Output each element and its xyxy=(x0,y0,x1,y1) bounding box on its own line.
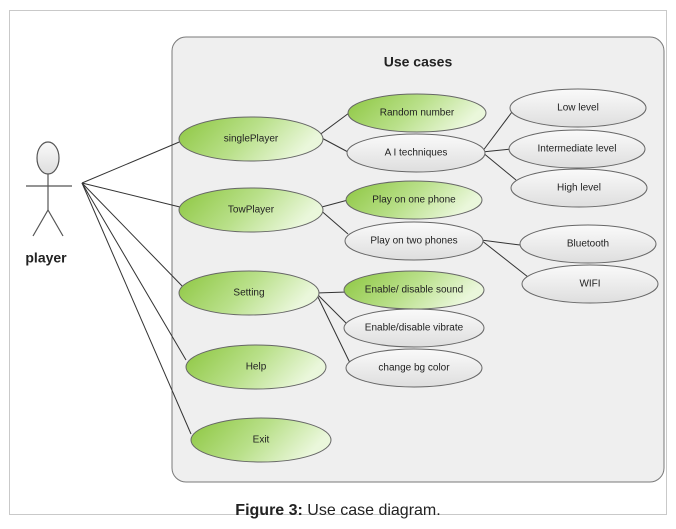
usecase-change-bg[interactable] xyxy=(345,348,483,388)
usecase-bluetooth-label: Bluetooth xyxy=(567,239,609,250)
usecase-low-level-label: Low level xyxy=(557,103,599,114)
usecase-random-number-label: Random number xyxy=(380,108,455,119)
line-actor-exit xyxy=(81,182,192,435)
usecase-change-bg-label: change bg color xyxy=(378,363,450,374)
usecase-exit-label: Exit xyxy=(253,435,270,446)
line-actor-towplayer xyxy=(81,182,185,209)
caption-text: Use case diagram. xyxy=(302,502,441,519)
system-title: Use cases xyxy=(384,54,453,70)
usecase-help[interactable] xyxy=(185,344,327,390)
usecase-singleplayer-label: singlePlayer xyxy=(224,134,279,145)
usecase-intermediate-level[interactable] xyxy=(508,129,646,169)
usecase-random-number[interactable] xyxy=(347,93,487,133)
usecase-play-one-phone-label: Play on one phone xyxy=(372,195,456,206)
actor-player xyxy=(26,141,72,237)
actor-label: player xyxy=(25,250,67,266)
line-setting-vibrate xyxy=(315,292,349,326)
usecase-high-level[interactable] xyxy=(510,168,648,208)
usecase-towplayer[interactable] xyxy=(178,187,324,233)
usecase-ai-techniques-label: A I techniques xyxy=(385,148,448,159)
usecase-intermediate-level-label: Intermediate level xyxy=(538,144,617,155)
usecase-play-two-phones-label: Play on two phones xyxy=(370,236,457,247)
line-actor-setting xyxy=(81,182,187,291)
usecase-bluetooth[interactable] xyxy=(519,224,657,264)
usecase-play-one-phone[interactable] xyxy=(345,180,483,220)
usecase-low-level[interactable] xyxy=(509,88,647,128)
usecase-enable-vibrate-label: Enable/disable vibrate xyxy=(365,323,464,334)
usecase-ai-techniques[interactable] xyxy=(346,133,486,173)
usecase-play-two-phones[interactable] xyxy=(344,221,484,261)
line-ai-low xyxy=(481,107,516,153)
usecase-enable-vibrate[interactable] xyxy=(343,308,485,348)
actor-right-leg xyxy=(47,209,64,237)
actor-head xyxy=(36,141,60,175)
figure-caption: Figure 3: Use case diagram. xyxy=(0,502,676,520)
line-singleplayer-random xyxy=(317,112,350,137)
caption-label: Figure 3: xyxy=(235,502,303,519)
line-actor-help xyxy=(81,182,187,361)
usecase-singleplayer[interactable] xyxy=(178,116,324,162)
usecase-wifi[interactable] xyxy=(521,264,659,304)
usecase-exit[interactable] xyxy=(190,417,332,463)
line-setting-sound xyxy=(315,291,348,294)
usecase-high-level-label: High level xyxy=(557,183,601,194)
actor-left-leg xyxy=(32,209,49,237)
line-actor-singleplayer xyxy=(81,139,185,184)
usecase-setting-label: Setting xyxy=(233,288,264,299)
line-ai-high xyxy=(481,151,517,181)
line-ai-intermediate xyxy=(481,148,512,153)
line-setting-bg xyxy=(315,292,351,364)
line-twophones-wifi xyxy=(480,239,529,278)
usecase-setting[interactable] xyxy=(178,270,320,316)
usecase-wifi-label: WIFI xyxy=(579,279,600,290)
line-twophones-bluetooth xyxy=(480,239,521,246)
usecase-enable-sound-label: Enable/ disable sound xyxy=(365,285,463,296)
usecase-help-label: Help xyxy=(246,362,267,373)
line-towplayer-onephone xyxy=(317,199,349,209)
usecase-towplayer-label: TowPlayer xyxy=(228,205,275,216)
